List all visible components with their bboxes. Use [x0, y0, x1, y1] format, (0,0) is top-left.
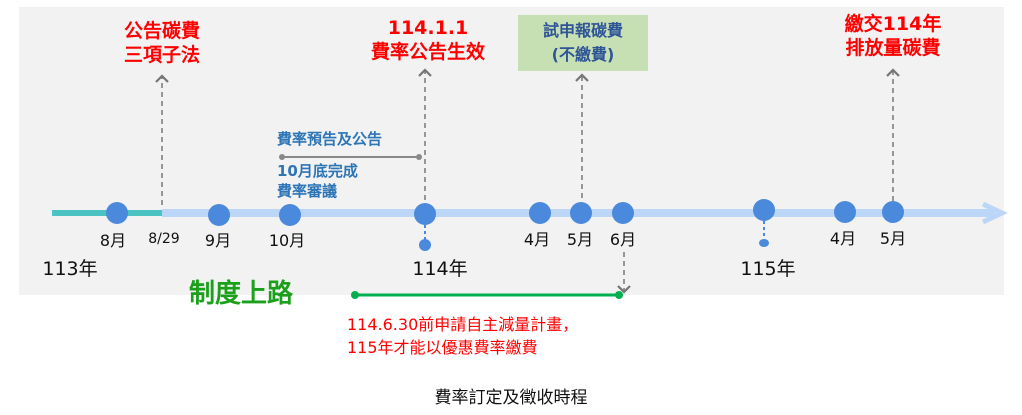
- timeline-panel: [19, 7, 1004, 295]
- dot-115: [753, 199, 775, 221]
- month-label: 6月: [609, 230, 637, 249]
- note-line: 10月底完成: [277, 162, 358, 180]
- deadline-note: 114.6.30前申請自主減量計畫， 115年才能以優惠費率繳費: [347, 313, 578, 359]
- note-line: 費率審議: [277, 182, 338, 200]
- event-line: 公告碳費: [123, 20, 201, 42]
- timeline-arrowhead: [981, 201, 1008, 225]
- month-label: 5月: [566, 230, 594, 249]
- dot-114-apr: [529, 202, 551, 224]
- year-label: 113年: [42, 258, 98, 280]
- launch-label: 制度上路: [189, 279, 294, 309]
- event-trial-report: 試申報碳費 (不繳費): [518, 15, 648, 71]
- rate-process-title: 費率預告及公告: [277, 130, 383, 148]
- year-label: 115年: [740, 258, 796, 280]
- figure-caption: 費率訂定及徵收時程: [434, 388, 588, 408]
- dot-114-year-marker: [419, 239, 431, 251]
- event-line: 三項子法: [123, 43, 201, 66]
- dot-sep: [208, 204, 230, 226]
- event-line: 繳交114年: [844, 13, 942, 35]
- month-label: 4月: [829, 229, 857, 248]
- month-label: 9月: [204, 231, 232, 250]
- dot-115-may: [882, 201, 904, 223]
- event-line: (不繳費): [551, 45, 615, 64]
- dot-oct: [279, 204, 301, 226]
- dot-115-apr: [834, 201, 856, 223]
- note-line: 114.6.30前申請自主減量計畫，: [347, 315, 579, 334]
- month-label: 5月: [879, 229, 907, 248]
- event-line: 114.1.1: [387, 17, 469, 39]
- month-label: 10月: [268, 231, 306, 250]
- event-announce-laws: 公告碳費三項子法: [124, 20, 200, 68]
- dot-114: [414, 203, 436, 225]
- event-line: 排放量碳費: [845, 36, 941, 59]
- month-label: 8月: [99, 231, 127, 250]
- event-line: 試申報碳費: [542, 21, 623, 40]
- month-label: 4月: [523, 230, 551, 249]
- dot-115-year-marker: [759, 239, 769, 247]
- dot-114-jun: [612, 202, 634, 224]
- note-line: 115年才能以優惠費率繳費: [347, 338, 538, 357]
- event-pay-fee: 繳交114年排放量碳費: [845, 13, 942, 61]
- dot-114-may: [570, 202, 592, 224]
- year-label: 114年: [412, 258, 468, 280]
- dot-aug: [106, 202, 128, 224]
- rate-process-note: 10月底完成費率審議: [277, 161, 358, 201]
- date-label: 8/29: [148, 231, 180, 247]
- event-line: 費率公告生效: [370, 40, 486, 63]
